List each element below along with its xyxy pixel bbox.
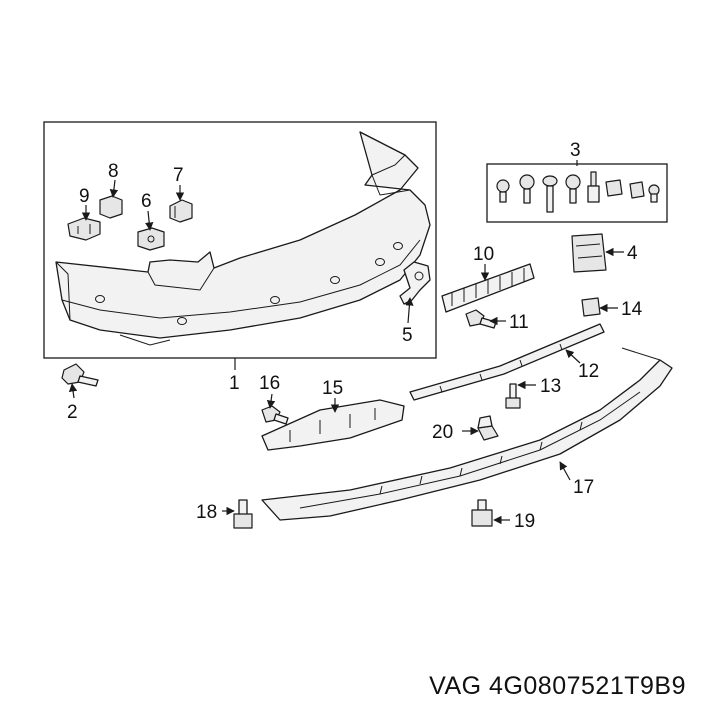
callout-18: 18 xyxy=(196,502,217,523)
diffuser-part-17 xyxy=(261,347,673,521)
guide-rail-part-10 xyxy=(441,263,535,313)
callout-14: 14 xyxy=(621,299,643,320)
screw-part-13 xyxy=(505,383,521,409)
bumper-cover xyxy=(55,131,431,346)
clip-part-8 xyxy=(99,195,123,219)
mounting-bracket-part-15 xyxy=(261,399,405,451)
callout-6: 6 xyxy=(141,191,152,212)
callout-16: 16 xyxy=(259,373,280,394)
bolt-part-18 xyxy=(233,499,253,529)
leader-lines xyxy=(68,160,624,525)
callout-10: 10 xyxy=(473,244,494,265)
callout-5: 5 xyxy=(402,325,413,346)
clip-part-7 xyxy=(169,199,193,223)
bolt-part-19 xyxy=(471,499,493,527)
callout-labels: 1 2 3 4 5 6 7 8 9 10 11 12 13 14 15 16 1… xyxy=(67,140,643,532)
hardware-kit-items xyxy=(496,171,660,213)
bolt-part-11 xyxy=(465,309,497,329)
clip-part-14 xyxy=(581,297,601,317)
callout-7: 7 xyxy=(173,165,184,186)
callout-4: 4 xyxy=(627,243,638,264)
callout-3: 3 xyxy=(570,140,581,161)
callout-12: 12 xyxy=(578,361,599,382)
screw-part-2 xyxy=(61,363,99,387)
foam-pad-part-4 xyxy=(571,233,607,273)
callout-1: 1 xyxy=(229,373,240,394)
callout-13: 13 xyxy=(540,376,561,397)
callout-20: 20 xyxy=(432,422,453,443)
clip-part-20 xyxy=(477,415,499,441)
callout-11: 11 xyxy=(509,312,529,333)
callout-8: 8 xyxy=(108,161,119,182)
trim-strip-part-12 xyxy=(409,323,605,401)
clip-part-9 xyxy=(67,217,101,241)
callout-17: 17 xyxy=(573,477,594,498)
bolt-part-16 xyxy=(261,405,289,425)
clip-part-6 xyxy=(137,227,165,251)
callout-19: 19 xyxy=(514,511,535,532)
callout-9: 9 xyxy=(79,186,90,207)
callout-15: 15 xyxy=(322,378,343,399)
part-number-caption: VAG 4G0807521T9B9 xyxy=(429,672,686,700)
callout-2: 2 xyxy=(67,402,78,423)
bumper-assembly-frame xyxy=(43,121,437,359)
bracket-part-5 xyxy=(399,261,431,305)
